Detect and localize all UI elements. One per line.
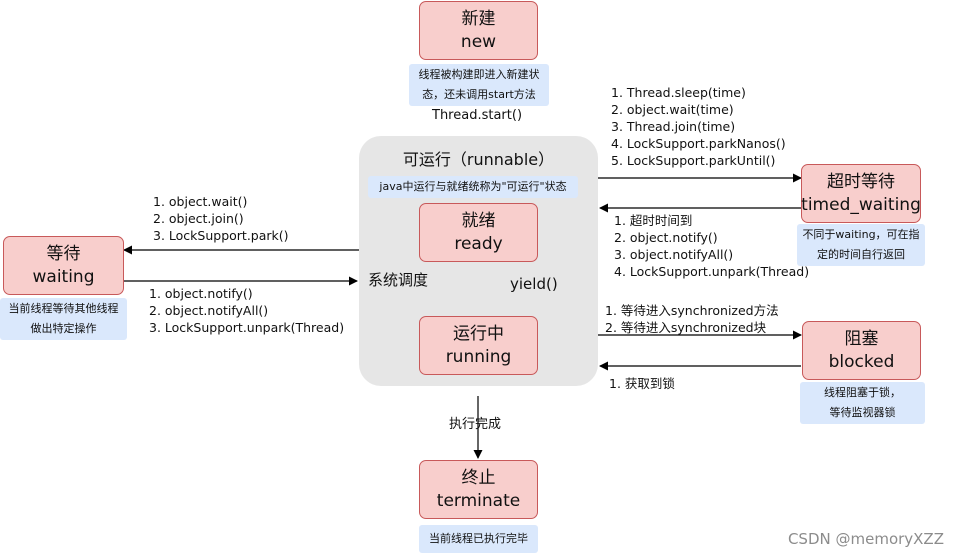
note-new-line: 态，还未调用start方法 <box>422 88 536 101</box>
state-timed-waiting-cn: 超时等待 <box>827 171 895 192</box>
watermark: CSDN @memoryXZZ <box>787 530 944 548</box>
runnable-title: 可运行（runnable） <box>402 150 555 169</box>
list-item: 1. 等待进入synchronized方法 <box>605 303 779 318</box>
list-item: 3. LockSupport.unpark(Thread) <box>149 320 345 335</box>
list-item: 1. Thread.sleep(time) <box>611 85 746 100</box>
state-terminate: 终止 terminate <box>419 460 538 519</box>
state-waiting-cn: 等待 <box>46 243 81 264</box>
note-timed-waiting-line: 不同于waiting，可在指 <box>802 228 920 241</box>
list-item: 3. Thread.join(time) <box>611 119 736 134</box>
note-waiting-line: 做出特定操作 <box>30 322 97 335</box>
note-terminate: 当前线程已执行完毕 <box>419 525 538 553</box>
list-item: 3. LockSupport.park() <box>153 228 289 243</box>
list-item: 3. object.notifyAll() <box>614 247 734 262</box>
state-timed-waiting: 超时等待 timed_waiting <box>801 164 921 223</box>
state-new-cn: 新建 <box>461 8 496 29</box>
list-from-timed-waiting: 1. 超时时间到 2. object.notify() 3. object.no… <box>614 212 809 280</box>
state-ready-en: ready <box>454 233 503 254</box>
list-item: 1. 获取到锁 <box>609 376 675 391</box>
list-item: 2. object.notify() <box>614 230 718 245</box>
note-new: 线程被构建即进入新建状 态，还未调用start方法 <box>409 64 549 106</box>
state-ready-cn: 就绪 <box>461 210 496 231</box>
note-blocked: 线程阻塞于锁， 等待监视器锁 <box>800 382 925 424</box>
list-item: 1. object.notify() <box>149 286 253 301</box>
list-item: 5. LockSupport.parkUntil() <box>611 153 776 168</box>
note-waiting: 当前线程等待其他线程 做出特定操作 <box>0 298 127 340</box>
state-new-en: new <box>460 31 497 52</box>
state-timed-waiting-en: timed_waiting <box>801 194 921 215</box>
state-ready: 就绪 ready <box>419 203 538 262</box>
list-item: 2. object.notifyAll() <box>149 303 269 318</box>
state-blocked: 阻塞 blocked <box>802 321 921 380</box>
list-item: 4. LockSupport.parkNanos() <box>611 136 786 151</box>
list-to-blocked: 1. 等待进入synchronized方法 2. 等待进入synchronize… <box>605 302 779 336</box>
note-blocked-line: 等待监视器锁 <box>829 406 896 419</box>
state-new: 新建 new <box>419 1 538 60</box>
runnable-note-text: java中运行与就绪统称为"可运行"状态 <box>379 180 567 193</box>
runnable-note: java中运行与就绪统称为"可运行"状态 <box>368 176 578 198</box>
note-new-line: 线程被构建即进入新建状 <box>418 68 540 81</box>
list-to-waiting: 1. object.wait() 2. object.join() 3. Loc… <box>153 193 289 244</box>
note-timed-waiting: 不同于waiting，可在指 定的时间自行返回 <box>797 224 925 266</box>
label-yield: yield() <box>510 275 558 293</box>
state-terminate-en: terminate <box>436 490 521 511</box>
list-item: 1. 超时时间到 <box>614 213 693 228</box>
note-waiting-line: 当前线程等待其他线程 <box>8 302 119 315</box>
list-item: 2. 等待进入synchronized块 <box>605 320 767 335</box>
list-item: 1. object.wait() <box>153 194 248 209</box>
state-waiting: 等待 waiting <box>3 236 124 295</box>
list-item: 2. object.wait(time) <box>611 102 734 117</box>
state-blocked-en: blocked <box>828 351 895 372</box>
label-start: Thread.start() <box>432 108 523 123</box>
list-item: 4. LockSupport.unpark(Thread) <box>614 264 810 279</box>
state-terminate-cn: 终止 <box>461 467 496 488</box>
state-waiting-en: waiting <box>32 266 95 287</box>
state-running-en: running <box>445 346 512 367</box>
label-schedule: 系统调度 <box>368 271 429 289</box>
list-to-timed-waiting: 1. Thread.sleep(time) 2. object.wait(tim… <box>611 84 786 169</box>
state-blocked-cn: 阻塞 <box>844 328 879 349</box>
note-blocked-line: 线程阻塞于锁， <box>824 386 901 399</box>
list-item: 2. object.join() <box>153 211 244 226</box>
note-timed-waiting-line: 定的时间自行返回 <box>817 248 905 261</box>
note-terminate-line: 当前线程已执行完毕 <box>429 532 528 545</box>
state-running-cn: 运行中 <box>453 323 504 344</box>
list-from-blocked: 1. 获取到锁 <box>609 375 675 392</box>
list-from-waiting: 1. object.notify() 2. object.notifyAll()… <box>149 285 344 336</box>
state-running: 运行中 running <box>419 316 538 375</box>
label-finish: 执行完成 <box>449 417 502 432</box>
